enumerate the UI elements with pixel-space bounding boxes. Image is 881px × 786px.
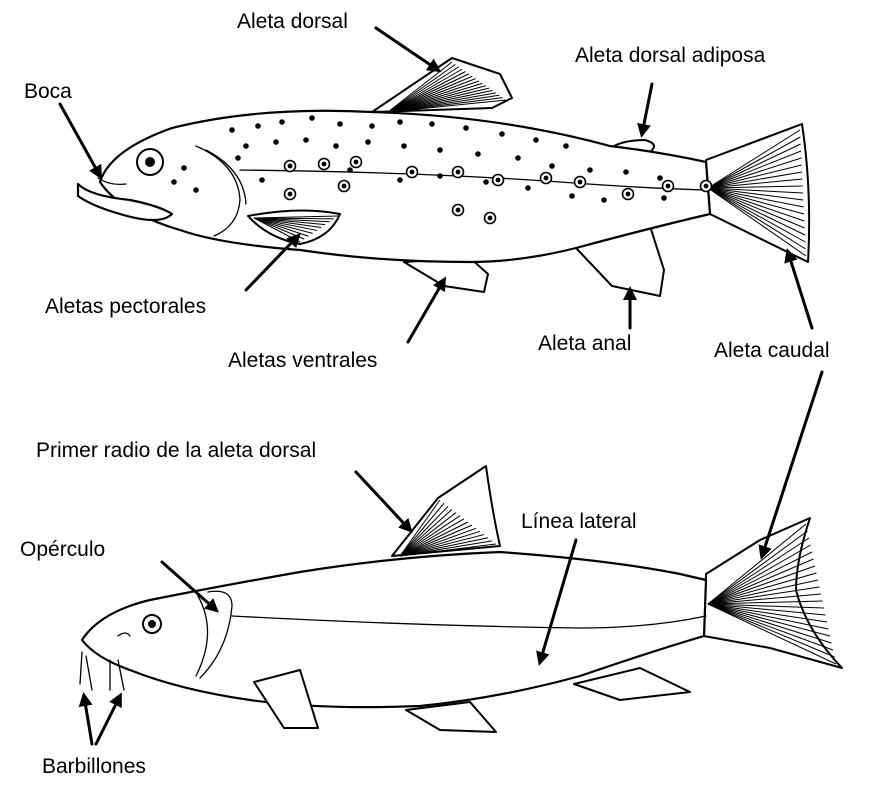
arrow-barbillones-right <box>96 696 120 744</box>
label-aleta-dorsal: Aleta dorsal <box>237 10 348 33</box>
label-primer-radio: Primer radio de la aleta dorsal <box>36 439 316 462</box>
label-aletas-pectorales: Aletas pectorales <box>45 295 206 318</box>
barbel-drawing <box>80 466 842 732</box>
trout-ventral-fin <box>404 258 488 292</box>
label-aletas-ventrales: Aletas ventrales <box>228 349 377 372</box>
arrow-primer-radio <box>356 472 410 530</box>
label-operculo: Opérculo <box>20 538 105 561</box>
label-boca: Boca <box>24 80 72 103</box>
arrow-barbillones-left <box>84 696 92 744</box>
barbel-whisker-front <box>80 652 92 690</box>
label-barbillones: Barbillones <box>42 755 146 778</box>
label-aleta-anal: Aleta anal <box>538 332 631 355</box>
label-linea-lateral: Línea lateral <box>521 510 637 533</box>
label-aleta-dorsal-adiposa: Aleta dorsal adiposa <box>575 44 766 67</box>
arrow-aletas-ventrales <box>408 280 444 342</box>
trout-drawing <box>78 58 809 296</box>
label-aleta-caudal: Aleta caudal <box>714 339 830 362</box>
arrow-aleta-dorsal <box>376 28 438 70</box>
arrow-aleta-dorsal-adiposa <box>642 84 652 134</box>
arrow-aleta-caudal-top <box>788 252 812 328</box>
arrow-boca <box>60 104 100 176</box>
